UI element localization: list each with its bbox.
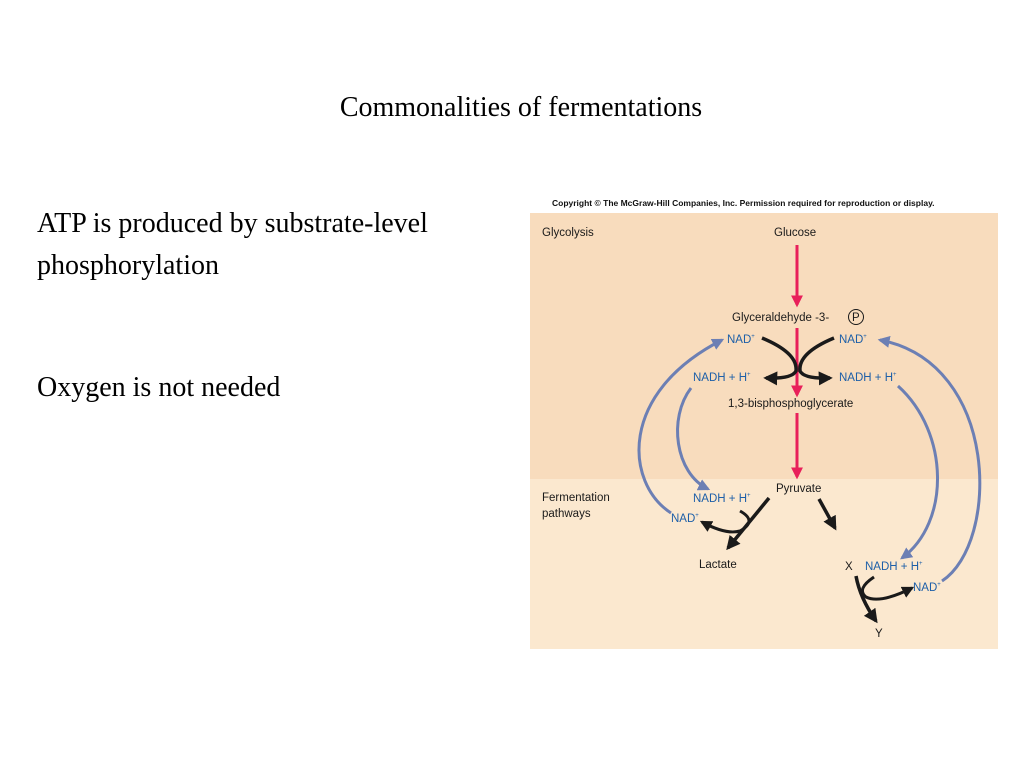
bullet-oxygen: Oxygen is not needed (37, 372, 281, 403)
arrow-nad-reduction-right (798, 336, 835, 386)
pyruvate-label: Pyruvate (776, 483, 821, 495)
arrow-x-to-y (854, 575, 878, 624)
nadh-x: NADH + H+ (865, 561, 923, 573)
nad-lactate: NAD+ (671, 513, 699, 525)
fermentation-panel (530, 479, 998, 649)
cycle-arrow-left-inner (676, 387, 711, 491)
nad-right-top: NAD+ (839, 334, 867, 346)
phosphate-label: P (852, 312, 860, 324)
nadh-left-top: NADH + H+ (693, 372, 751, 384)
slide-title: Commonalities of fermentations (339, 92, 703, 123)
arrow-pyruvate-to-x (817, 498, 837, 531)
nadh-lactate: NADH + H+ (693, 493, 751, 505)
bullet-atp: ATP is produced by substrate-level phosp… (37, 208, 428, 281)
glycolysis-label: Glycolysis (542, 227, 594, 239)
nad-left-top: NAD+ (727, 334, 755, 346)
glyceraldehyde-label: Glyceraldehyde -3- (732, 312, 829, 324)
arrow-lactate-nad-loop (699, 509, 751, 534)
glycolysis-panel (530, 213, 998, 479)
copyright-notice: Copyright © The McGraw-Hill Companies, I… (552, 198, 935, 208)
fermentation-label-line2: pathways (542, 508, 591, 520)
glucose-label: Glucose (774, 227, 816, 239)
y-label: Y (875, 628, 883, 640)
cycle-arrow-right-outer (877, 335, 982, 583)
fermentation-label-line1: Fermentation (542, 492, 610, 504)
cycle-arrow-right-inner (896, 384, 939, 560)
phosphate-circle (848, 309, 864, 325)
lactate-label: Lactate (699, 559, 737, 571)
fermentation-diagram: Copyright © The McGraw-Hill Companies, I… (530, 193, 998, 649)
bisphosphoglycerate-label: 1,3-bisphosphoglycerate (728, 398, 853, 410)
nadh-right-top: NADH + H+ (839, 372, 897, 384)
x-label: X (845, 561, 853, 573)
nad-x: NAD+ (913, 582, 941, 594)
cycle-arrow-left-outer (637, 338, 725, 515)
arrow-x-nad-loop (860, 575, 915, 601)
arrow-nad-reduction-left (761, 336, 798, 386)
